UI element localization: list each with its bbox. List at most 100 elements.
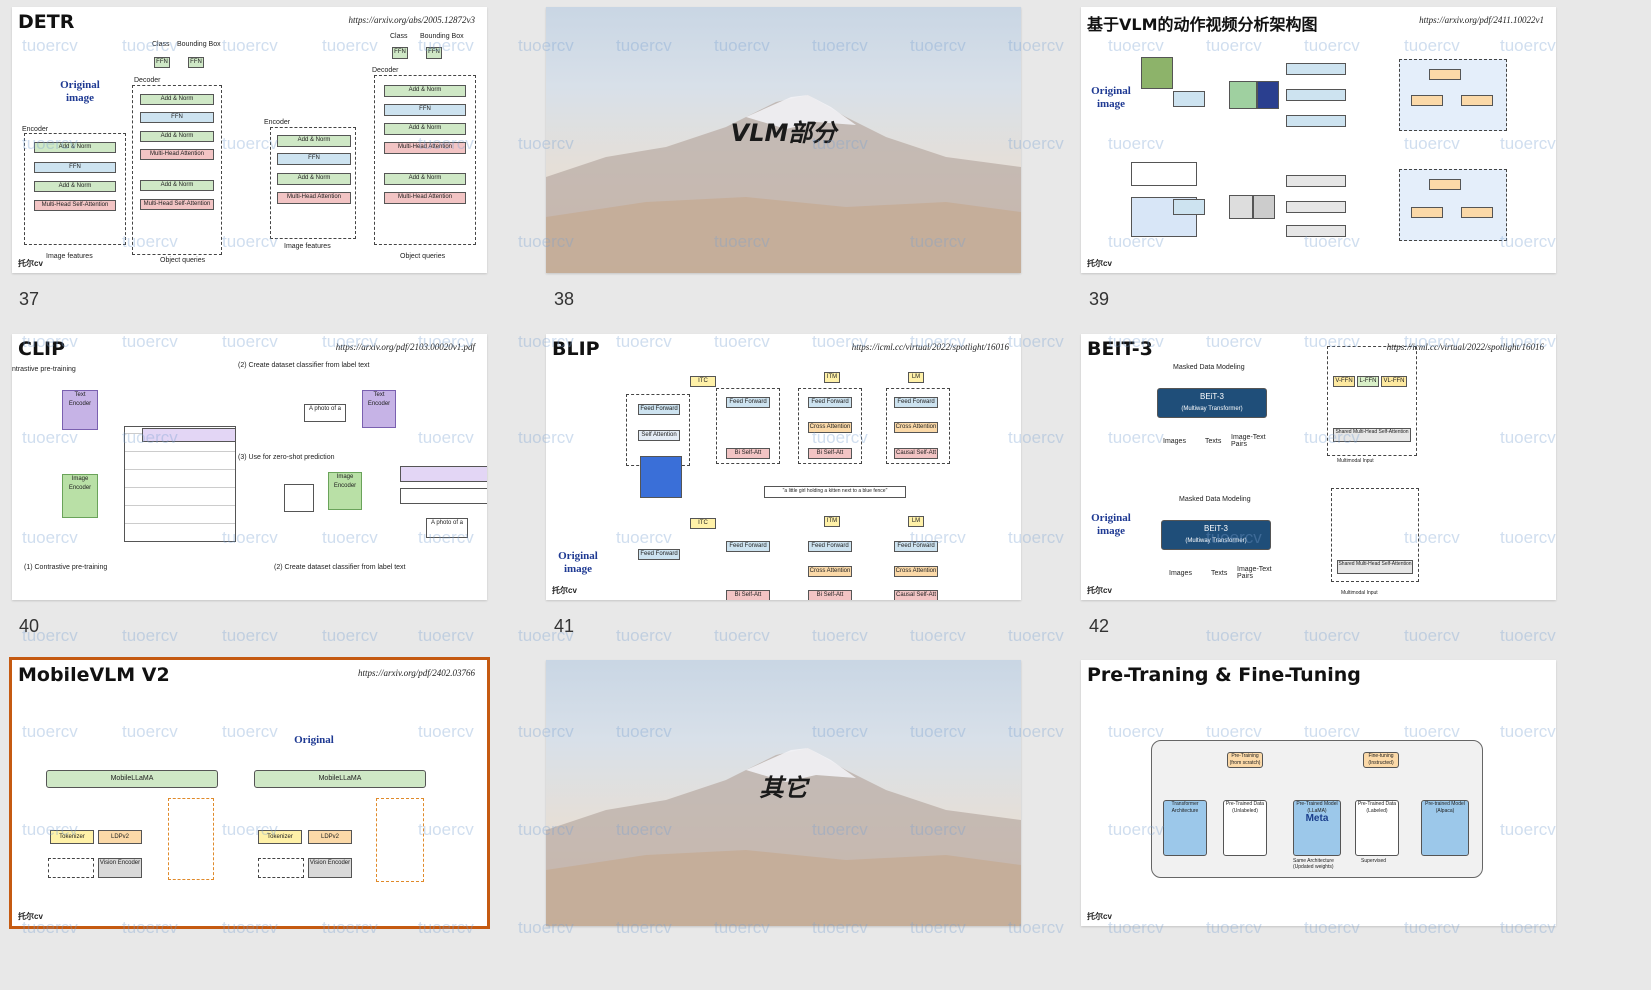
watermark-text: tuoercv — [418, 626, 474, 645]
multimodal-inputs — [258, 858, 304, 878]
mobilellama-box: MobileLLaMA — [254, 770, 426, 788]
tomsa-box — [1411, 207, 1443, 218]
same-arch-label: Same Architecture (Updated weights) — [1293, 858, 1334, 870]
slide-thumbnail-44[interactable]: 其它 — [546, 660, 1021, 926]
image-features-label: Image features — [46, 253, 93, 260]
mdm-label: Masked Data Modeling — [1173, 364, 1245, 371]
step1-full-label: (1) Contrastive pre-training — [24, 564, 108, 571]
ldp-box: LDPv2 — [308, 830, 352, 844]
tokenizer-box: Tokenizer — [50, 830, 94, 844]
text-encoder: Text Encoder — [62, 390, 98, 430]
ffn-box: FFN — [392, 47, 408, 59]
l-ffn-box: L-FFN — [1357, 376, 1379, 387]
slide-title: Pre-Traning & Fine-Tuning — [1087, 664, 1361, 686]
decoder-label: Decoder — [372, 67, 399, 74]
photo-prompt-box: A photo of a — [426, 518, 468, 538]
slide-url: https://arxiv.org/pdf/2103.00020v1.pdf — [335, 342, 475, 352]
ffn-box: FFN — [188, 57, 204, 68]
brand-logo: 托尔cv — [18, 259, 43, 268]
beit3-model-box: BEiT-3 (Multiway Transformer) — [1157, 388, 1267, 418]
ffn-box: FFN — [426, 47, 442, 59]
pairs-label: Image-Text Pairs — [1237, 566, 1272, 580]
slide-thumbnail-45[interactable]: Pre-Traning & Fine-Tuning Pre-Training (… — [1081, 660, 1556, 926]
itm-box: ITM — [824, 372, 840, 383]
section-title: VLM部分 — [730, 119, 837, 147]
slide-thumbnail-41[interactable]: BLIP https://icml.cc/virtual/2022/spotli… — [546, 334, 1021, 600]
slide-url: https://arxiv.org/pdf/2402.03766 — [358, 668, 475, 678]
slide-thumbnail-38[interactable]: VLM部分 — [546, 7, 1021, 273]
dfa-box — [1429, 69, 1461, 80]
brand-logo: 托尔cv — [18, 912, 43, 921]
transformer-box: Transformer Architecture — [1163, 800, 1207, 856]
mha-box: Multi-Head Attention — [277, 192, 351, 204]
itm-box: ITM — [824, 516, 840, 527]
multimodal-inputs — [48, 858, 94, 878]
step2-label: (2) Create dataset classifier from label… — [274, 564, 406, 571]
slide-thumbnail-42[interactable]: BEIT-3 https://icml.cc/virtual/2022/spot… — [1081, 334, 1556, 600]
csa-box: Causal Self-Att — [894, 448, 938, 459]
add-norm-box: Add & Norm — [277, 173, 351, 185]
text-encoder: Text Encoder — [362, 390, 396, 428]
ca-box: Cross Attention — [808, 566, 852, 577]
image-placeholder — [640, 456, 682, 498]
image-encoder: Image Encoder — [62, 474, 98, 518]
slide-number: 39 — [1089, 289, 1110, 309]
slide-title: 基于VLM的动作视频分析架构图 — [1087, 15, 1318, 34]
slide-number: 40 — [19, 616, 40, 636]
ca-box: Cross Attention — [894, 422, 938, 433]
ff-box: Feed Forward — [894, 397, 938, 408]
feature-cube — [1229, 81, 1257, 109]
original-image-label: Original image — [558, 550, 598, 575]
section-title: 其它 — [759, 774, 808, 802]
original-image-label: Original image — [60, 79, 100, 104]
sa-box: Self Attention — [638, 430, 680, 441]
vision-encoder-box: Vision Encoder — [98, 858, 142, 878]
slide-url: https://icml.cc/virtual/2022/spotlight/1… — [1386, 342, 1544, 352]
watermark-text: tuoercv — [322, 626, 378, 645]
mdm-label: Masked Data Modeling — [1179, 496, 1251, 503]
bsa-box: Bi Self-Att — [726, 448, 770, 459]
slide-thumbnail-37[interactable]: DETR https://arxiv.org/abs/2005.12872v3 … — [12, 7, 487, 273]
brand-logo: 托尔cv — [1087, 259, 1112, 268]
openmixer-detail — [1399, 169, 1507, 241]
add-norm-box: Add & Norm — [34, 181, 116, 192]
slide-title: BLIP — [552, 338, 600, 360]
brand-logo: 托尔cv — [1087, 586, 1112, 595]
dfa-box — [1429, 179, 1461, 190]
slide-thumbnail-39[interactable]: 基于VLM的动作视频分析架构图 https://arxiv.org/pdf/24… — [1081, 7, 1556, 273]
original-image-label: Original image — [1091, 85, 1131, 110]
bsa-box: Bi Self-Att — [808, 590, 852, 600]
lm-box: LM — [908, 372, 924, 383]
add-norm-box: Add & Norm — [277, 135, 351, 147]
finetuning-tag: Fine-tuning (Instructed) — [1363, 752, 1399, 768]
feature-cube — [1257, 81, 1279, 109]
ca-box: Cross Attention — [808, 422, 852, 433]
slide-title: DETR — [18, 11, 75, 33]
tokenizer-box: Tokenizer — [258, 830, 302, 844]
images-label: Images — [1163, 438, 1186, 445]
watermark-text: tuoercv — [1206, 626, 1262, 645]
ffn-box: FFN — [384, 104, 466, 116]
mha-box: Multi-Head Attention — [384, 142, 466, 154]
openmixer-block — [1286, 175, 1346, 187]
object-queries-label: Object queries — [160, 257, 206, 264]
slide-title: MobileVLM V2 — [18, 664, 170, 686]
lm-box: LM — [908, 516, 924, 527]
photo-prompt-box: A photo of a — [304, 404, 346, 422]
input-image-placeholder — [284, 484, 314, 512]
bbox-label: Bounding Box — [420, 33, 464, 40]
decoder-block — [132, 85, 222, 255]
slide-title: BEIT-3 — [1087, 338, 1153, 360]
step2-label: (2) Create dataset classifier from label… — [238, 362, 370, 369]
text-encoder-column — [716, 388, 780, 464]
slide-thumbnail-40[interactable]: CLIP https://arxiv.org/pdf/2103.00020v1.… — [12, 334, 487, 600]
slide-thumbnail-43[interactable]: MobileVLM V2 https://arxiv.org/pdf/2402.… — [9, 657, 490, 929]
unlabeled-data-box: Pre-Trained Data (Unlabeled) — [1223, 800, 1267, 856]
step3-label: (3) Use for zero-shot prediction — [238, 454, 335, 461]
decoder-label: Decoder — [134, 77, 161, 84]
vision-encoder-box: Vision Encoder — [308, 858, 352, 878]
object-queries-label: Object queries — [400, 253, 446, 260]
mountain-background-image — [546, 7, 1021, 273]
watermark-text: tuoercv — [1500, 626, 1556, 645]
final-model-box: Pre-trained Model (Alpaca) — [1421, 800, 1469, 856]
